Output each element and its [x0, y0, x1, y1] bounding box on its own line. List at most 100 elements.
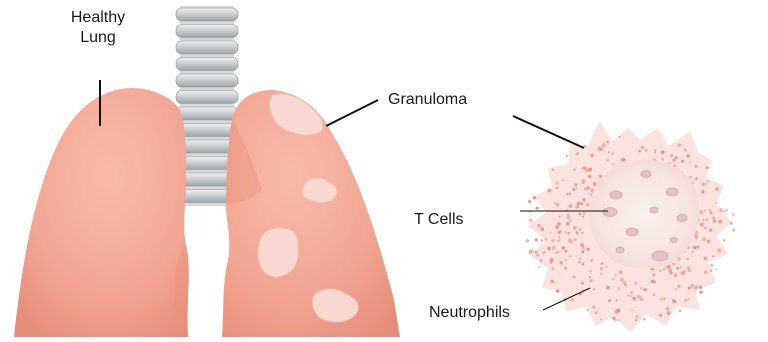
neutrophil-dot [693, 246, 696, 249]
neutrophil-dot [615, 319, 618, 322]
neutrophil-dot [606, 141, 609, 144]
neutrophil-dot [700, 291, 703, 294]
neutrophil-dot [712, 217, 715, 220]
neutrophil-dot [616, 299, 618, 301]
neutrophil-dot [715, 202, 717, 204]
trachea-ring [176, 58, 238, 71]
neutrophil-dot [547, 189, 551, 193]
neutrophil-dot [645, 149, 647, 151]
neutrophil-dot [555, 187, 558, 190]
trachea-ring [176, 124, 238, 137]
neutrophil-dot [608, 151, 610, 153]
neutrophil-dot [640, 287, 642, 289]
neutrophil-dot [575, 205, 579, 209]
neutrophil-dot [630, 295, 632, 297]
neutrophil-dot [699, 210, 703, 214]
neutrophil-dot [705, 183, 707, 185]
neutrophil-dot [669, 269, 672, 272]
neutrophil-dot [694, 286, 698, 290]
neutrophil-dot [543, 251, 546, 254]
neutrophil-dot [704, 270, 707, 273]
neutrophil-dot [588, 175, 591, 178]
neutrophil-dot [674, 274, 678, 278]
trachea-ring [176, 25, 238, 38]
neutrophil-dot [556, 181, 559, 184]
trachea-ring [176, 41, 238, 54]
healthy-lung-label-line1: Healthy [58, 8, 138, 28]
neutrophil-dot [688, 287, 691, 290]
neutrophil-dot [600, 273, 602, 275]
neutrophil-dot [707, 180, 709, 182]
neutrophil-dot [659, 314, 662, 317]
neutrophil-dot [627, 295, 629, 297]
neutrophil-dot [593, 288, 595, 290]
neutrophil-dot [571, 298, 574, 301]
neutrophil-dot [582, 215, 584, 217]
neutrophil-dot [549, 231, 551, 233]
neutrophil-dot [567, 193, 569, 195]
neutrophil-dot [667, 311, 670, 314]
infected-lung-icon [222, 90, 400, 337]
neutrophil-dot [614, 274, 616, 276]
neutrophil-dot [636, 315, 639, 318]
neutrophil-dot [710, 264, 713, 267]
neutrophil-dot [549, 261, 552, 264]
neutrophil-dot [707, 240, 710, 243]
neutrophil-dot [534, 250, 537, 253]
neutrophil-dot [674, 156, 677, 159]
neutrophil-dot [644, 288, 647, 291]
neutrophil-dot [640, 298, 643, 301]
neutrophil-dot [706, 166, 709, 169]
neutrophil-dot [665, 266, 667, 268]
neutrophil-dot [576, 187, 578, 189]
neutrophil-dot [586, 186, 590, 190]
neutrophil-dot [679, 266, 681, 268]
neutrophil-dot [572, 188, 575, 191]
neutrophil-dot [661, 150, 665, 154]
neutrophil-dot [717, 249, 721, 253]
neutrophil-dot [579, 228, 581, 230]
neutrophil-dot [544, 238, 547, 241]
neutrophil-dot [710, 269, 713, 272]
neutrophil-dot [589, 167, 592, 170]
neutrophil-dot [654, 151, 656, 153]
neutrophil-dot [606, 286, 610, 290]
neutrophil-dot [559, 236, 561, 238]
neutrophil-dot [696, 245, 699, 248]
neutrophil-dot [630, 291, 632, 293]
neutrophil-dot [557, 239, 560, 242]
neutrophil-dot [537, 224, 540, 227]
neutrophil-dot [712, 255, 714, 257]
trachea-ring [176, 8, 238, 21]
neutrophil-dot [573, 168, 575, 170]
neutrophil-dot [676, 267, 679, 270]
neutrophil-dot [732, 213, 734, 215]
neutrophil-dot [723, 239, 725, 241]
neutrophil-dot [701, 190, 705, 194]
neutrophil-dot [726, 209, 728, 211]
neutrophil-dot [612, 278, 614, 280]
neutrophil-dot [688, 269, 691, 272]
neutrophil-dot [566, 222, 570, 226]
neutrophil-dot [619, 136, 621, 138]
neutrophil-dot [578, 260, 581, 263]
neutrophil-dot [555, 225, 559, 229]
neutrophil-dot [681, 160, 684, 163]
neutrophil-dot [559, 230, 562, 233]
neutrophil-dot [538, 266, 540, 268]
neutrophil-dot [558, 216, 560, 218]
neutrophil-dot [551, 239, 554, 242]
neutrophil-dot [660, 298, 662, 300]
neutrophil-dot [590, 259, 593, 262]
neutrophil-dot [652, 273, 656, 277]
neutrophil-dot [589, 276, 591, 278]
neutrophil-dot [562, 246, 566, 250]
neutrophil-dot [552, 267, 555, 270]
neutrophil-dot [573, 226, 577, 230]
healthy-lung-label-line2: Lung [58, 28, 138, 48]
neutrophil-dot [695, 177, 698, 180]
neutrophil-dot [573, 275, 576, 278]
neutrophil-dot [579, 257, 582, 260]
neutrophil-dot [569, 204, 573, 208]
